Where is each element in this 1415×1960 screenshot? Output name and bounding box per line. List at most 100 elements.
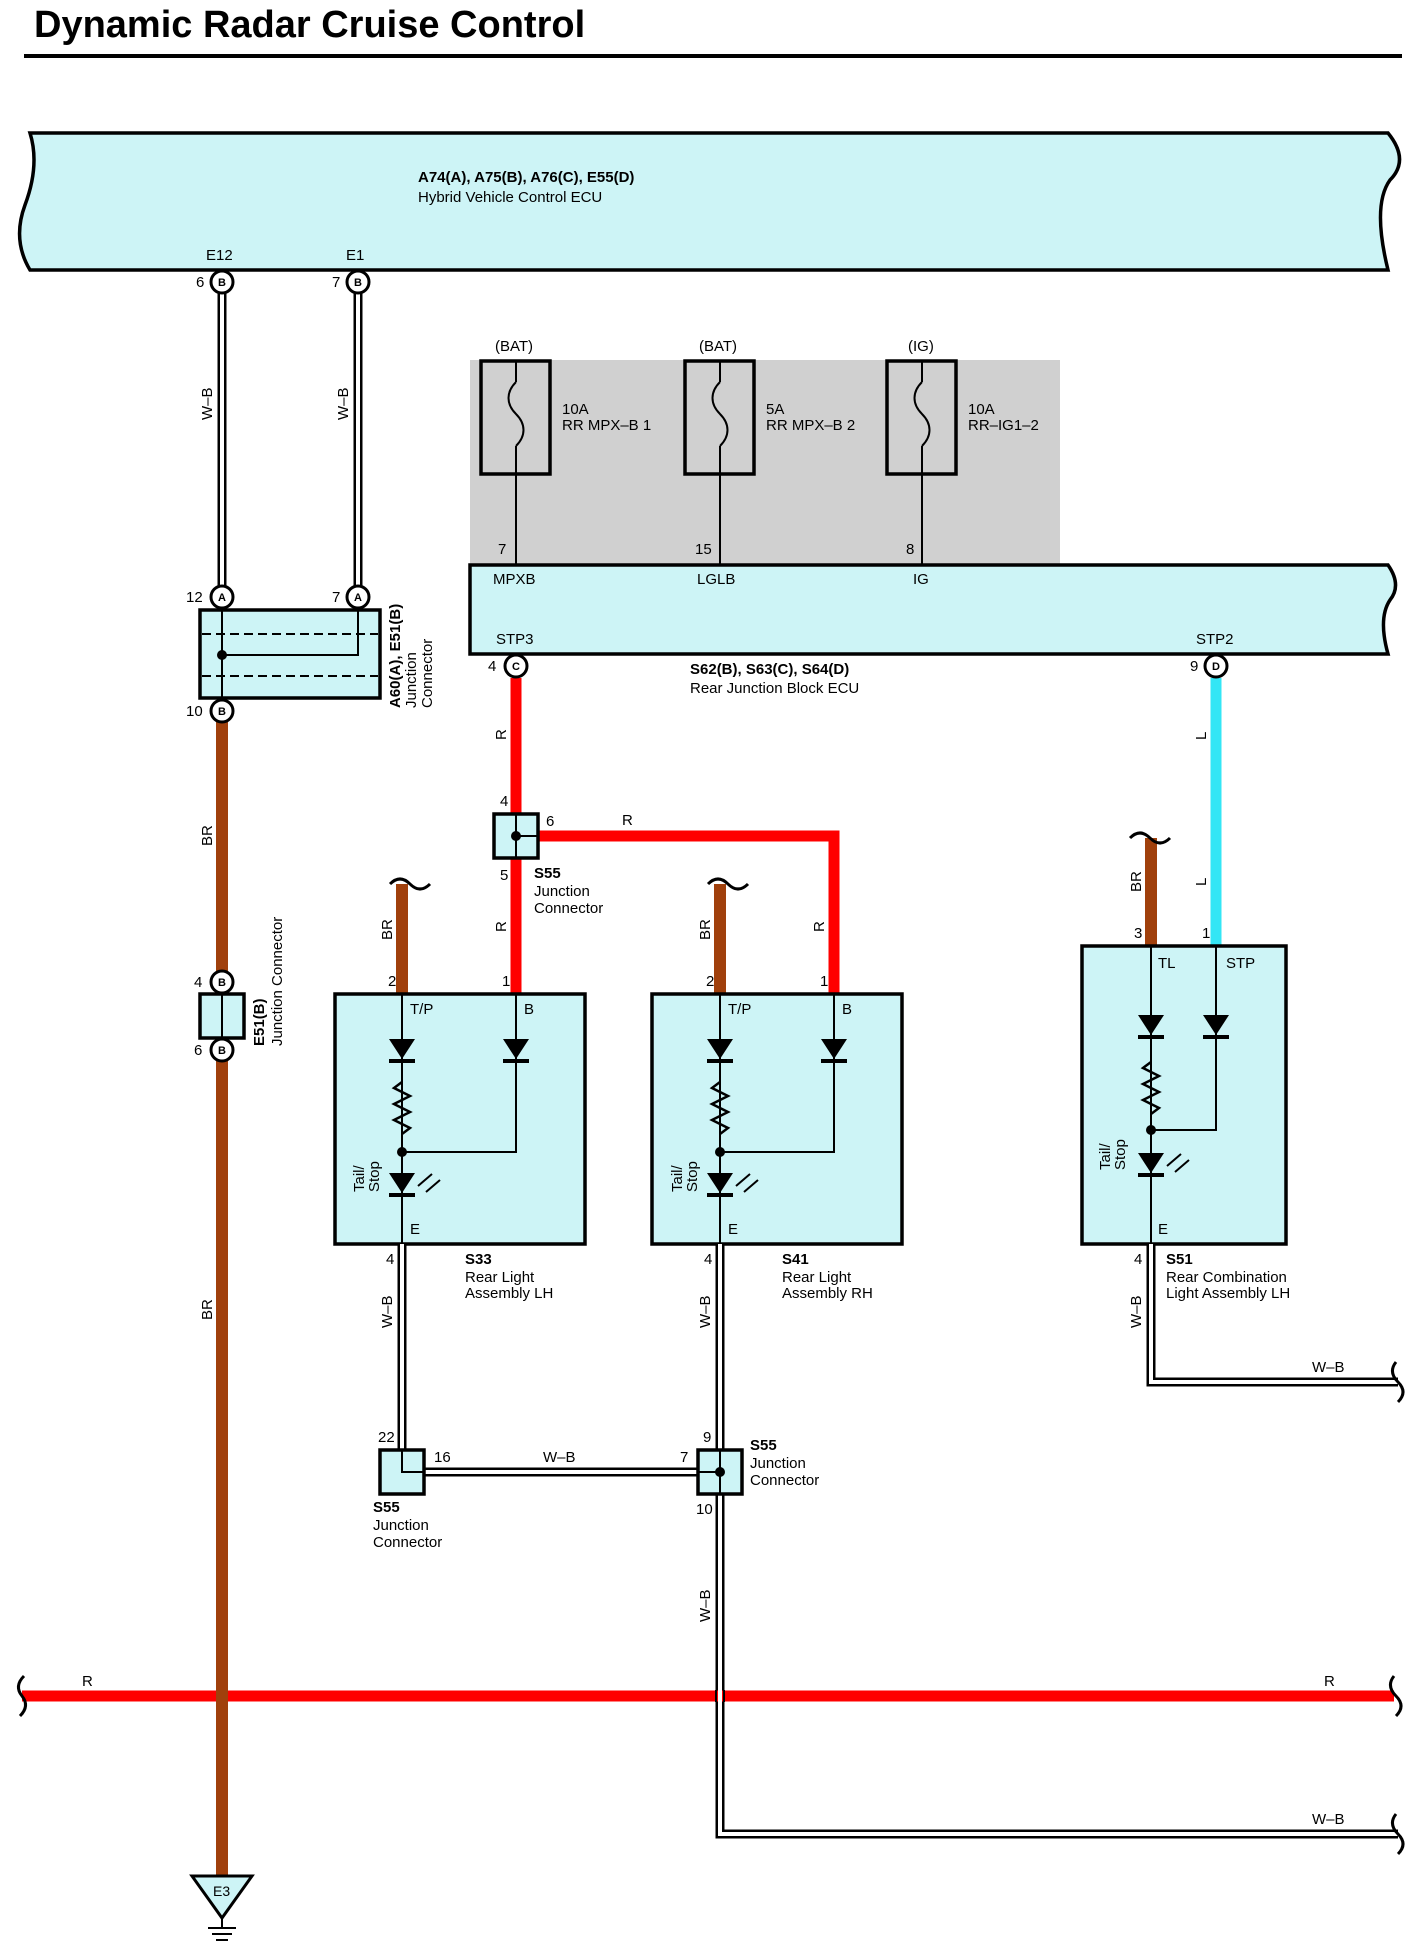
hv-ecu-name: Hybrid Vehicle Control ECU (418, 189, 602, 206)
hv-ecu-box (17, 131, 1402, 272)
a60-name-1: Junction (403, 652, 420, 708)
e51-conn-letter-1: B (218, 977, 226, 989)
a60-conn-letter-1: A (218, 592, 226, 604)
wb-label-3: W–B (379, 1295, 396, 1328)
wb-label-8: W–B (1312, 1359, 1345, 1376)
fuse-1-name: RR MPX–B 1 (562, 417, 651, 434)
fuse-3 (885, 359, 958, 565)
s55-br-pin-down: 10 (696, 1501, 713, 1518)
e51-pin-6 (209, 1037, 235, 1063)
fuse-2-source: (BAT) (699, 338, 737, 355)
a60-pin-12 (209, 584, 235, 610)
br-label-4: BR (697, 919, 714, 940)
fuse-1-pin: 7 (498, 541, 506, 558)
a60-codes: A60(A), E51(B) (387, 604, 404, 708)
wb-label-7: W–B (697, 1589, 714, 1622)
jb-codes: S62(B), S63(C), S64(D) (690, 661, 849, 678)
r-label-1: R (493, 729, 510, 740)
s33-b-label: B (524, 1001, 534, 1018)
r-label-3: R (493, 921, 510, 932)
s51-pin-tl: 3 (1134, 925, 1142, 942)
fuse-1-rating: 10A (562, 401, 589, 418)
r-label-6: R (1324, 1673, 1335, 1690)
e51-pin-4 (209, 969, 235, 995)
a60-pin-number-2: 7 (332, 589, 340, 606)
s55-br-name-1: Junction (750, 1455, 806, 1472)
s33-pin-b: 1 (502, 973, 510, 990)
e12-pin (209, 269, 235, 295)
s33-tp-label: T/P (410, 1001, 433, 1018)
r-label-4: R (811, 921, 828, 932)
s51-lamp-2: Stop (1112, 1139, 1129, 1170)
e51-pin-number-2: 6 (194, 1042, 202, 1059)
s55-top-pin-down: 5 (500, 867, 508, 884)
a60-name-2: Connector (419, 639, 436, 708)
s51-pin-e: 4 (1134, 1251, 1142, 1268)
fuse-2-pin: 15 (695, 541, 712, 558)
s41-circuit (707, 994, 847, 1244)
s33-lamp-2: Stop (366, 1161, 383, 1192)
wb-label-5: W–B (1128, 1295, 1145, 1328)
jb-stp3-label: STP3 (496, 631, 534, 648)
s33-pin-tp: 2 (388, 973, 396, 990)
s55-bl-code: S55 (373, 1499, 400, 1516)
stp2-pin-number: 9 (1190, 658, 1198, 675)
fuse-panel (470, 360, 1060, 564)
stp2-pin (1203, 653, 1229, 679)
fuse-2-name: RR MPX–B 2 (766, 417, 855, 434)
page-title: Dynamic Radar Cruise Control (34, 4, 586, 46)
s55-br-name-2: Connector (750, 1472, 819, 1489)
jb-terminal-ig: IG (913, 571, 929, 588)
s55-top-code: S55 (534, 865, 561, 882)
s41-rear-light-rh (650, 992, 904, 1246)
s51-lamp-1: Tail/ (1097, 1142, 1114, 1170)
br-label-1: BR (199, 825, 216, 846)
wb-label-9: W–B (1312, 1811, 1345, 1828)
s55-bl-name-2: Connector (373, 1534, 442, 1551)
br-label-2: BR (199, 1299, 216, 1320)
fuse-3-source: (IG) (908, 338, 934, 355)
s55-br-pin-left: 7 (680, 1449, 688, 1466)
e1-conn-letter: B (354, 277, 362, 289)
l-label-1: L (1193, 732, 1210, 740)
fuse-1 (479, 359, 552, 565)
wb-label-4: W–B (697, 1295, 714, 1328)
s55-top-name-2: Connector (534, 900, 603, 917)
s33-name-2: Assembly LH (465, 1285, 553, 1302)
s41-code: S41 (782, 1251, 809, 1268)
s55-top-pin-in: 4 (500, 793, 508, 810)
wb-label-2: W–B (335, 387, 352, 420)
s33-e-label: E (410, 1221, 420, 1238)
a60-pin-10 (209, 698, 235, 724)
s41-lamp-1: Tail/ (669, 1164, 686, 1192)
jb-terminal-lglb: LGLB (697, 571, 735, 588)
s41-b-label: B (842, 1001, 852, 1018)
e12-conn-letter: B (218, 277, 226, 289)
wb-label-1: W–B (199, 387, 216, 420)
s55-top-pin-out: 6 (546, 813, 554, 830)
a60-conn-letter-3: B (218, 706, 226, 718)
e1-pin (345, 269, 371, 295)
stp3-conn-letter: C (512, 661, 520, 673)
jb-stp2-label: STP2 (1196, 631, 1234, 648)
wb-wires-lower (397, 1244, 1405, 1856)
stp3-pin (503, 653, 529, 679)
fuse-2-rating: 5A (766, 401, 784, 418)
s41-pin-b: 1 (820, 973, 828, 990)
wb-wires-top (217, 282, 363, 596)
s51-circuit (1138, 946, 1229, 1244)
rear-junction-block (468, 563, 1398, 656)
e51-name: Junction Connector (269, 917, 286, 1046)
s55-br-pin-up: 9 (703, 1429, 711, 1446)
stp3-pin-number: 4 (488, 658, 496, 675)
s55-br-code: S55 (750, 1437, 777, 1454)
ground-e3 (189, 1874, 255, 1941)
s41-name-2: Assembly RH (782, 1285, 873, 1302)
br-label-5: BR (1128, 871, 1145, 892)
hv-ecu-codes: A74(A), A75(B), A76(C), E55(D) (418, 169, 634, 186)
s51-tl-label: TL (1158, 955, 1176, 972)
a60-pin-number-3: 10 (186, 703, 203, 720)
l-label-2: L (1193, 878, 1210, 886)
red-wires (510, 678, 840, 994)
